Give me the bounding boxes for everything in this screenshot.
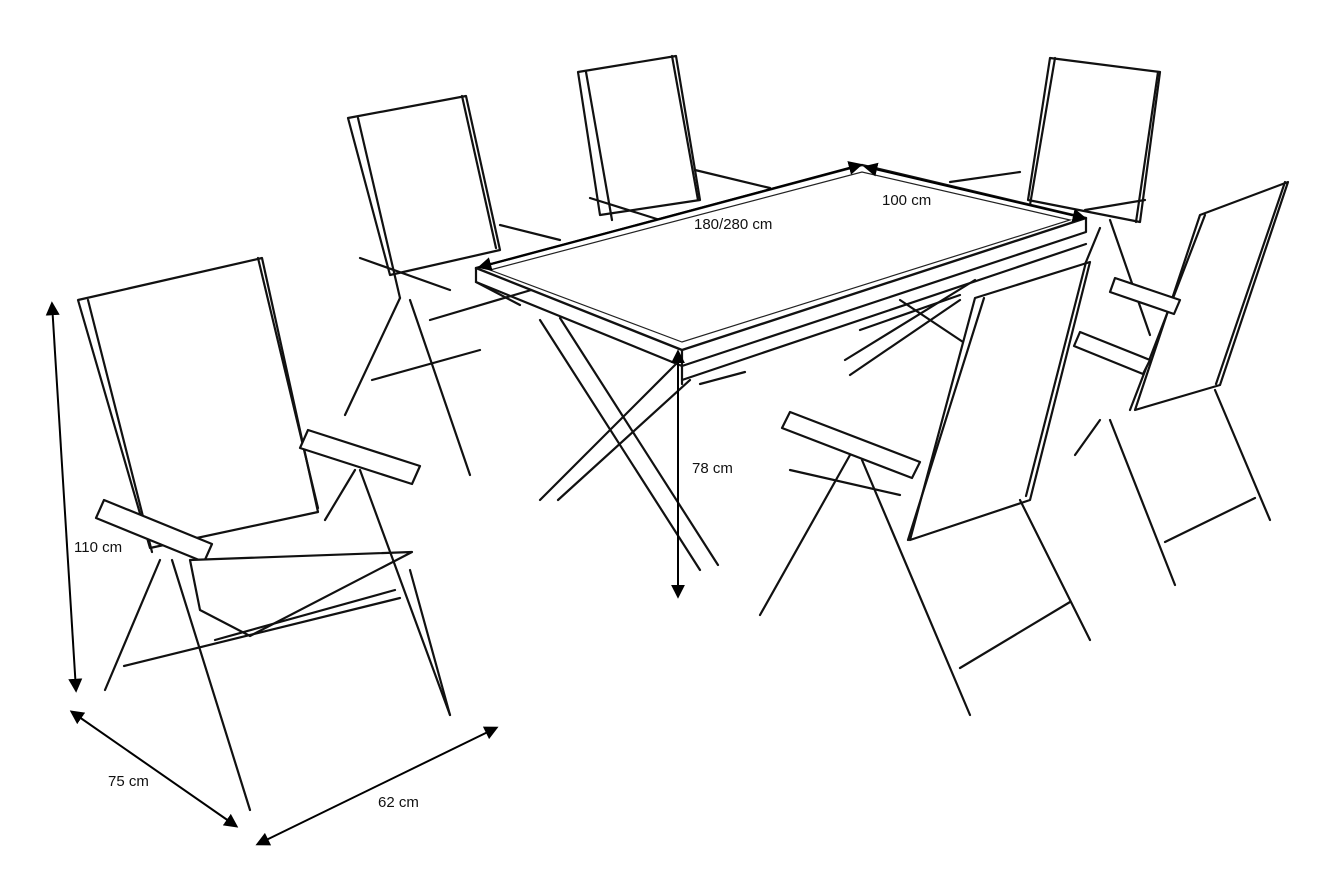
dimension-chair-depth: 75 cm	[69, 710, 239, 828]
label-table-width: 100 cm	[882, 192, 931, 209]
label-table-length: 180/280 cm	[694, 216, 772, 233]
dimension-table-height: 78 cm	[671, 349, 733, 599]
label-table-height: 78 cm	[692, 460, 733, 477]
label-chair-height: 110 cm	[74, 539, 122, 556]
chair-back-middle	[576, 54, 772, 222]
dimension-table-width: 100 cm	[863, 162, 1087, 223]
dimension-table-length: 180/280 cm	[477, 161, 863, 271]
dimension-chair-height: 110 cm	[45, 301, 122, 693]
chair-front-left	[76, 256, 452, 812]
chair-front-right	[1072, 180, 1290, 587]
label-chair-width: 62 cm	[378, 794, 419, 811]
dimension-chair-width: 62 cm	[255, 726, 499, 846]
label-chair-depth: 75 cm	[108, 773, 149, 790]
chair-front-middle	[758, 260, 1092, 717]
